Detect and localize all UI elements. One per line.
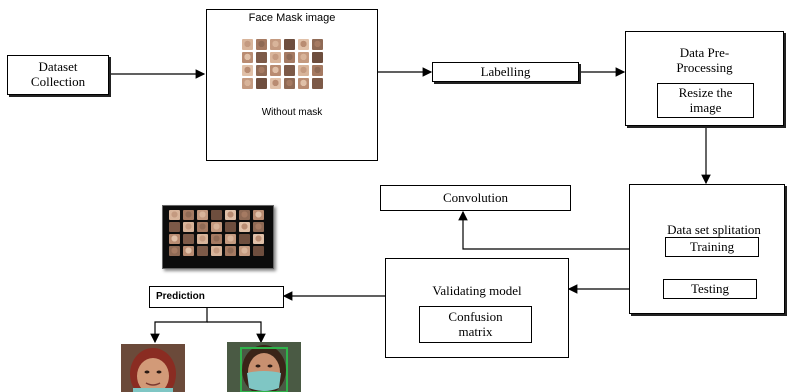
testing-box: Testing — [663, 279, 757, 299]
face-thumbnail — [183, 246, 194, 256]
resize-image-label: Resize the image — [678, 84, 733, 115]
testing-label: Testing — [690, 280, 730, 296]
face-thumbnail — [239, 246, 250, 256]
face-thumbnail — [256, 65, 267, 76]
face-thumbnail — [197, 234, 208, 244]
face-thumbnail — [284, 65, 295, 76]
dataset-sample-grid-image — [162, 205, 274, 269]
face-thumbnail — [211, 222, 222, 232]
face-thumbnail — [169, 246, 180, 256]
arrow-prediction-to-face-1 — [150, 308, 208, 344]
face-thumbnail — [270, 65, 281, 76]
sample-face-thumbnails — [169, 210, 264, 256]
face-thumbnail — [225, 210, 236, 220]
face-thumbnail — [169, 210, 180, 220]
face-thumbnail — [284, 52, 295, 63]
face-thumbnail — [312, 39, 323, 50]
face-thumbnail — [183, 210, 194, 220]
masked-face-drawing — [240, 345, 288, 392]
face-thumbnail-grid — [242, 39, 323, 89]
convolution-box: Convolution — [380, 185, 571, 211]
face-thumbnail — [298, 78, 309, 89]
arrow-training-to-convolution — [458, 210, 665, 250]
face-thumbnail — [270, 52, 281, 63]
face-thumbnail — [225, 246, 236, 256]
face-thumbnail — [312, 65, 323, 76]
face-thumbnail — [169, 222, 180, 232]
face-thumbnail — [312, 78, 323, 89]
face-thumbnail — [197, 222, 208, 232]
face-thumbnail — [211, 246, 222, 256]
face-thumbnail — [270, 78, 281, 89]
face-thumbnail — [242, 39, 253, 50]
training-box: Training — [665, 237, 759, 257]
face-thumbnail — [242, 52, 253, 63]
face-thumbnail — [183, 222, 194, 232]
face-thumbnail — [256, 52, 267, 63]
face-thumbnail — [253, 222, 264, 232]
face-thumbnail — [312, 52, 323, 63]
face-thumbnail — [239, 222, 250, 232]
face-thumbnail — [256, 39, 267, 50]
confusion-matrix-label: Confusion matrix — [448, 308, 503, 339]
face-thumbnail — [239, 234, 250, 244]
prediction-box: Prediction — [149, 286, 284, 308]
convolution-label: Convolution — [442, 189, 508, 205]
confusion-matrix-box: Confusion matrix — [419, 306, 532, 343]
validating-model-box: Validating model Confusion matrix — [385, 258, 569, 358]
face-thumbnail — [253, 246, 264, 256]
face-thumbnail — [169, 234, 180, 244]
face-thumbnail — [242, 65, 253, 76]
data-set-splitation-label: Data set splitation — [667, 222, 761, 237]
dataset-collection-label: Dataset Collection — [30, 59, 86, 89]
face-thumbnail — [225, 222, 236, 232]
face-thumbnail — [298, 39, 309, 50]
face-mask-title: Face Mask image — [248, 12, 336, 24]
face-thumbnail — [197, 246, 208, 256]
dataset-collection-box: Dataset Collection — [7, 55, 109, 95]
arrow-prediction-to-face-2 — [207, 321, 266, 344]
face-thumbnail — [298, 52, 309, 63]
without-mask-label: Without mask — [261, 107, 323, 118]
unmasked-face-drawing — [130, 348, 176, 392]
data-preprocessing-box: Data Pre- Processing Resize the image — [625, 31, 784, 126]
face-thumbnail — [284, 78, 295, 89]
training-label: Training — [689, 238, 735, 254]
face-thumbnail — [211, 210, 222, 220]
labelling-box: Labelling — [432, 62, 579, 82]
face-thumbnail — [253, 234, 264, 244]
prediction-label: Prediction — [156, 291, 205, 303]
face-thumbnail — [242, 78, 253, 89]
masked-face-image — [227, 342, 301, 392]
labelling-label: Labelling — [480, 63, 531, 79]
data-preprocessing-label: Data Pre- Processing — [676, 45, 733, 75]
unmasked-face-image — [121, 344, 185, 392]
face-thumbnail — [284, 39, 295, 50]
face-thumbnail — [239, 210, 250, 220]
face-thumbnail — [197, 210, 208, 220]
face-thumbnail — [225, 234, 236, 244]
face-thumbnail — [256, 78, 267, 89]
validating-model-label: Validating model — [432, 283, 522, 298]
face-thumbnail — [298, 65, 309, 76]
face-thumbnail — [211, 234, 222, 244]
resize-image-box: Resize the image — [657, 83, 754, 118]
face-mask-image-panel: Face Mask image Without mask — [206, 9, 378, 161]
face-thumbnail — [253, 210, 264, 220]
face-thumbnail — [183, 234, 194, 244]
face-thumbnail — [270, 39, 281, 50]
data-set-splitation-box: Data set splitation — [629, 184, 785, 314]
